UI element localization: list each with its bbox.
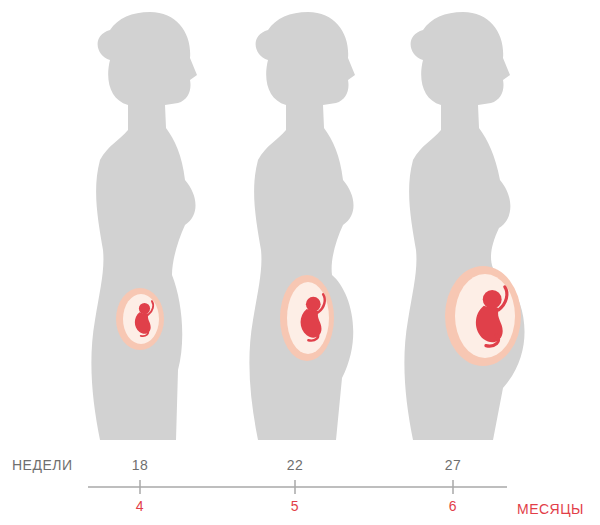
uterus [445,266,521,366]
week-number: 22 [287,457,304,473]
week-number: 27 [445,457,462,473]
uterus [280,275,334,361]
month-number: 6 [449,498,457,514]
uterus [116,288,164,350]
woman-silhouette [91,12,197,440]
axis-title: НЕДЕЛИ [12,457,73,473]
month-number: 5 [291,498,299,514]
timeline-axis [88,480,507,494]
woman-silhouette [249,12,355,440]
week-number: 18 [132,457,149,473]
woman-silhouette [404,12,524,440]
axis-title: МЕСЯЦЫ [517,501,584,517]
month-number: 4 [136,498,144,514]
